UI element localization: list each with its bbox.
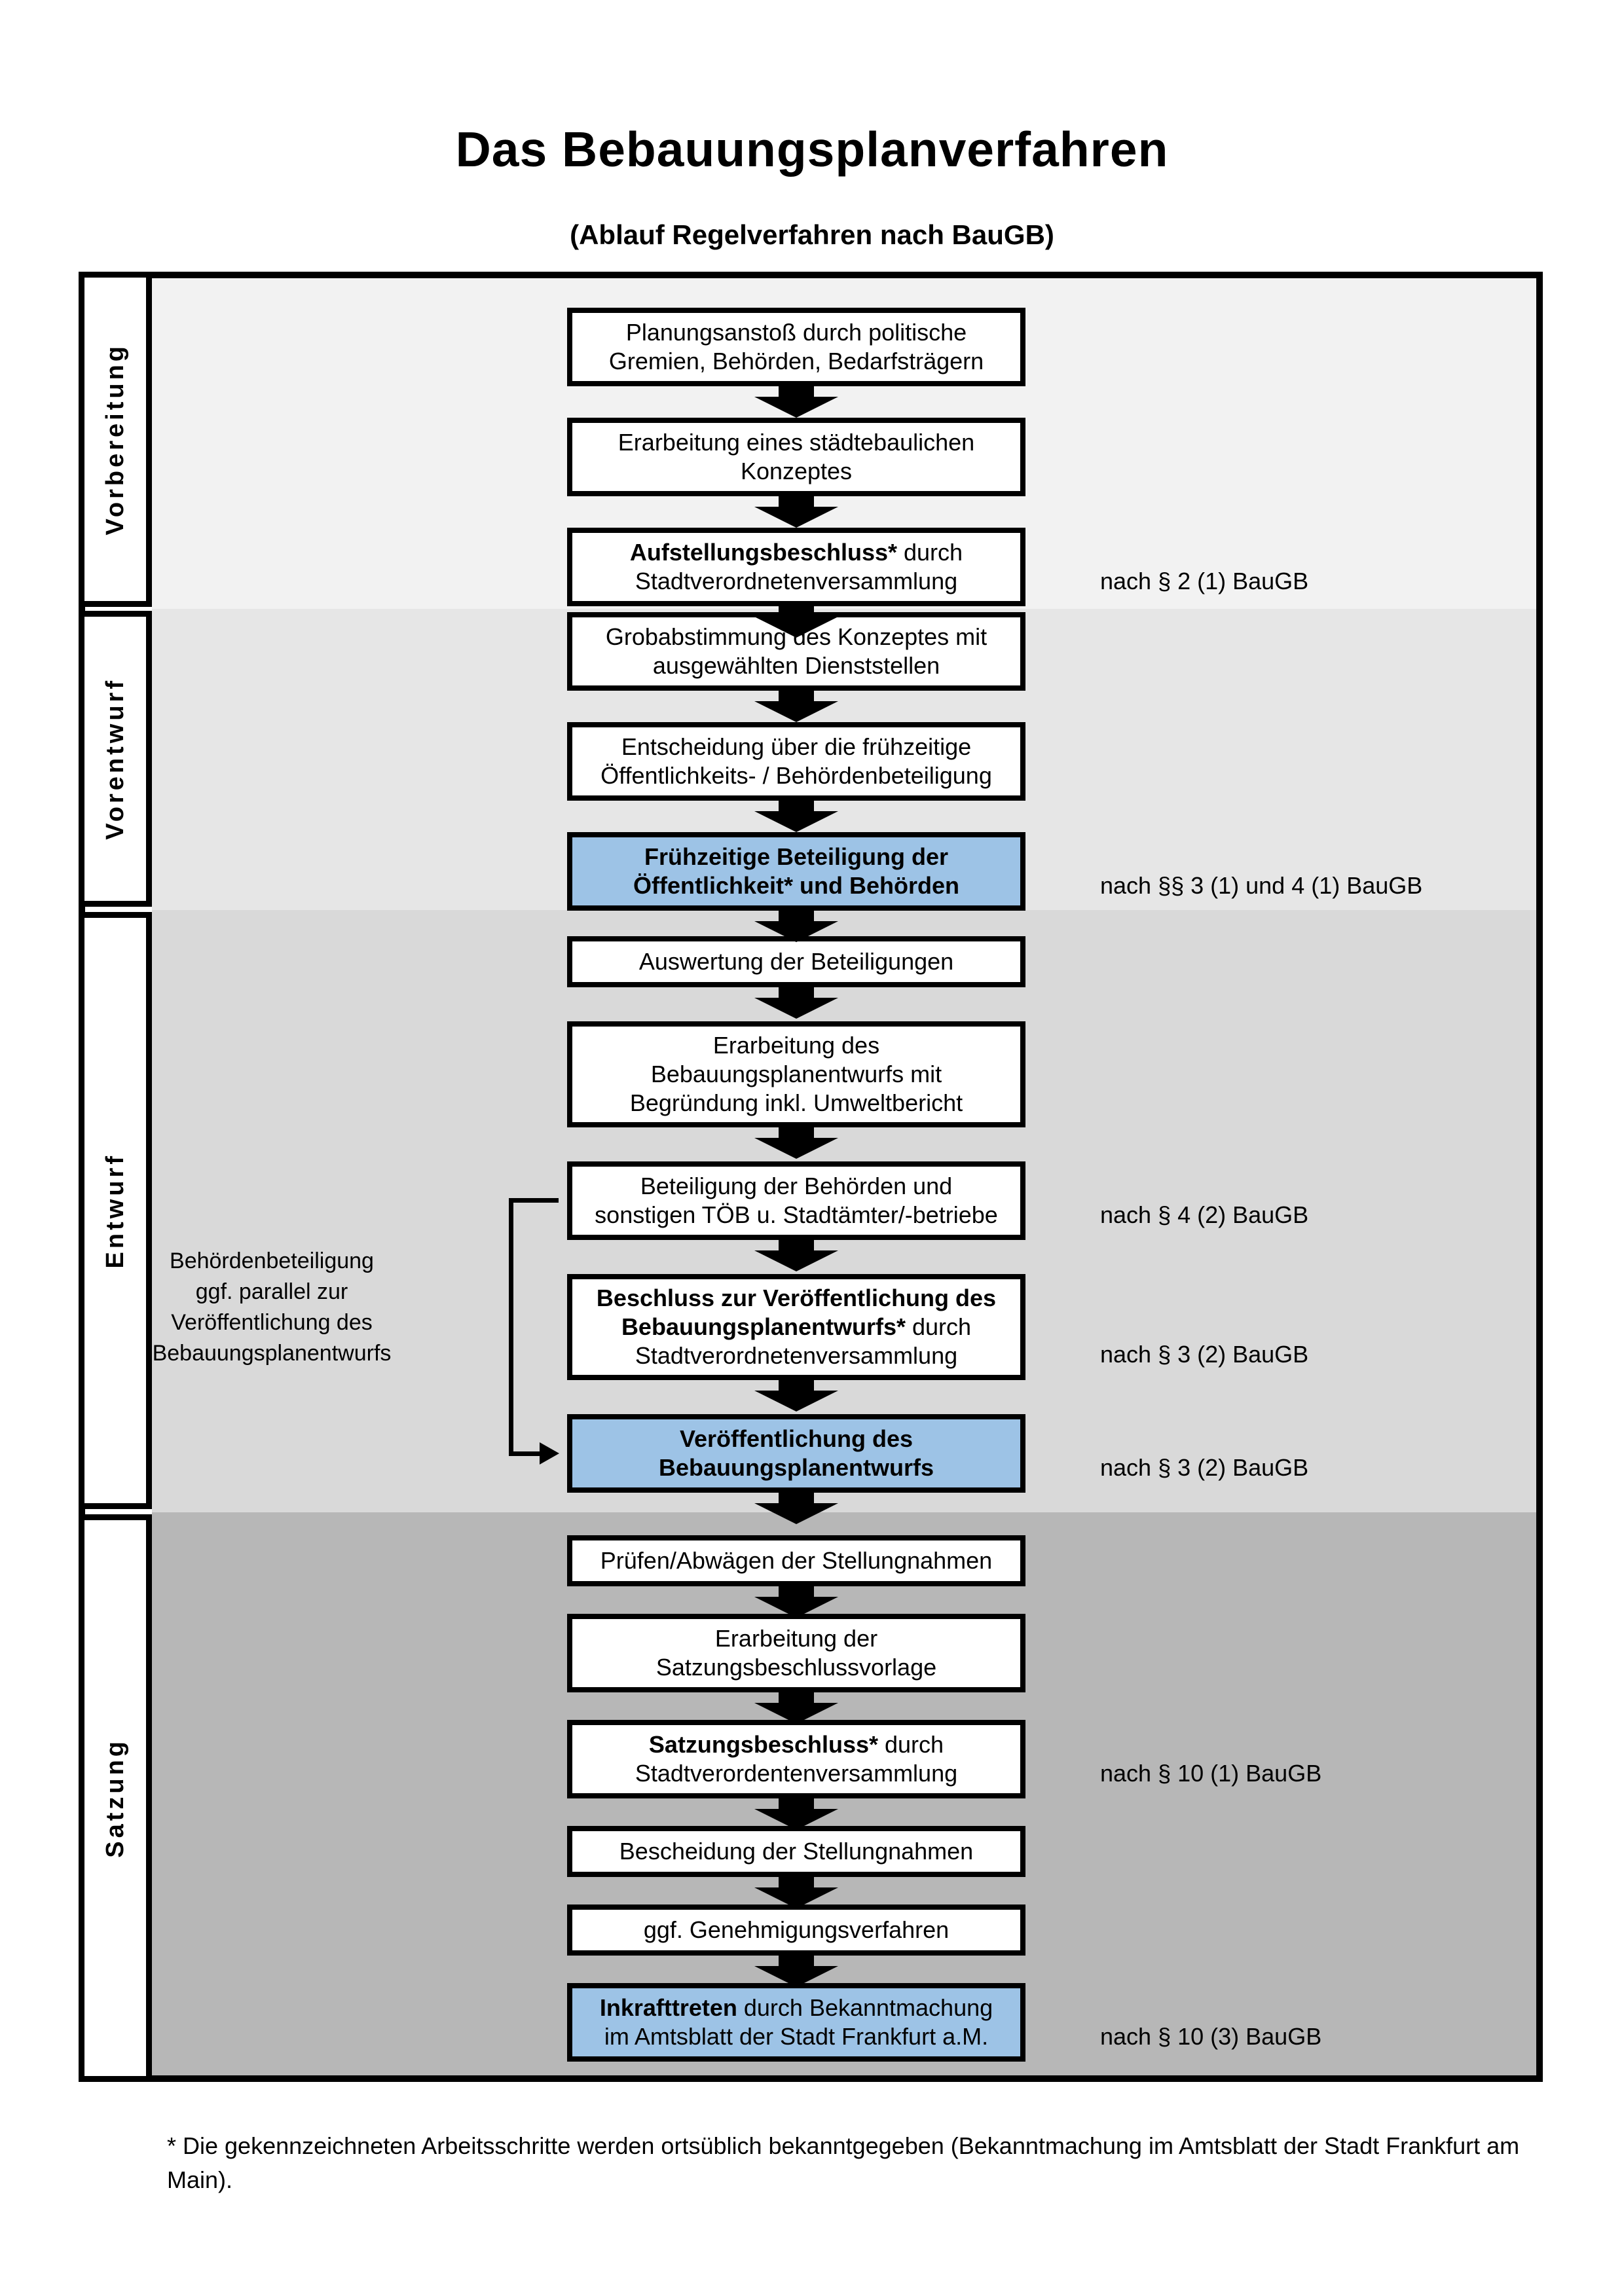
flow-step-11-highlighted: Veröffentlichung des Bebauungsplanentwur…	[567, 1414, 1025, 1493]
arrow-down-icon	[754, 1586, 838, 1618]
side-note-behoerdenbeteiligung: Behördenbeteiligung ggf. parallel zur Ve…	[152, 1248, 392, 1366]
arrow-down-icon	[754, 1240, 838, 1271]
flow-step-12: Prüfen/Abwägen der Stellungnahmen	[567, 1535, 1025, 1586]
arrow-down-icon	[754, 386, 838, 418]
flow-step-13: Erarbeitung der Satzungsbeschlussvorlage	[567, 1614, 1025, 1692]
phase-label-text: Satzung	[101, 1738, 129, 1858]
flow-step-5: Entscheidung über die frühzeitige Öffent…	[567, 722, 1025, 801]
bracket-line-bottom	[509, 1451, 542, 1456]
legal-ref-fruehzeitige-beteiligung: nach §§ 3 (1) und 4 (1) BauGB	[1100, 872, 1423, 899]
arrow-down-icon	[754, 1877, 838, 1908]
flow-step-2: Erarbeitung eines städtebaulichen Konzep…	[567, 418, 1025, 496]
arrow-down-icon	[754, 1956, 838, 1987]
legal-ref-veroeffentlichung: nach § 3 (2) BauGB	[1100, 1454, 1309, 1481]
flow-step-3: Aufstellungsbeschluss* durch Stadtverord…	[567, 528, 1025, 606]
arrow-down-icon	[754, 1127, 838, 1159]
arrow-down-icon	[754, 606, 838, 638]
phase-label-vorentwurf: Vorentwurf	[79, 611, 152, 907]
flow-step-14: Satzungsbeschluss* durch Stadtverordente…	[567, 1720, 1025, 1798]
flow-step-15: Bescheidung der Stellungnahmen	[567, 1826, 1025, 1877]
flow-step-8: Erarbeitung des Bebauungsplanentwurfs mi…	[567, 1021, 1025, 1127]
flow-step-10: Beschluss zur Veröffentlichung des Bebau…	[567, 1274, 1025, 1380]
page-title: Das Bebauungsplanverfahren	[455, 122, 1169, 177]
arrow-down-icon	[754, 987, 838, 1019]
arrow-down-icon	[754, 1798, 838, 1830]
phase-label-entwurf: Entwurf	[79, 912, 152, 1509]
arrow-down-icon	[754, 496, 838, 528]
bracket-line-vertical	[509, 1198, 513, 1456]
arrow-down-icon	[754, 1692, 838, 1724]
phase-label-text: Vorentwurf	[101, 678, 129, 840]
arrow-down-icon	[754, 1493, 838, 1524]
flow-step-6-highlighted: Frühzeitige Beteiligung der Öffentlichke…	[567, 832, 1025, 911]
flow-step-9: Beteiligung der Behörden und sonstigen T…	[567, 1161, 1025, 1240]
phase-label-text: Vorbereitung	[101, 343, 129, 536]
arrow-right-icon	[540, 1442, 559, 1465]
footnote: * Die gekennzeichneten Arbeitsschritte w…	[167, 2132, 1520, 2193]
flow-step-7: Auswertung der Beteiligungen	[567, 936, 1025, 987]
bracket-line-top	[509, 1198, 559, 1203]
phase-label-vorbereitung: Vorbereitung	[79, 272, 152, 607]
legal-ref-behoerdenbeteiligung: nach § 4 (2) BauGB	[1100, 1201, 1309, 1228]
arrow-down-icon	[754, 1380, 838, 1412]
arrow-down-icon	[754, 801, 838, 832]
phase-label-satzung: Satzung	[79, 1514, 152, 2082]
flow-step-16: ggf. Genehmigungsverfahren	[567, 1904, 1025, 1956]
arrow-down-icon	[754, 691, 838, 722]
legal-ref-beschluss-veroeffentlichung: nach § 3 (2) BauGB	[1100, 1341, 1309, 1368]
legal-ref-aufstellungsbeschluss: nach § 2 (1) BauGB	[1100, 568, 1309, 594]
flow-step-1: Planungsanstoß durch politische Gremien,…	[567, 308, 1025, 386]
legal-ref-inkrafttreten: nach § 10 (3) BauGB	[1100, 2023, 1322, 2050]
flow-step-17-highlighted: Inkrafttreten durch Bekanntmachung im Am…	[567, 1983, 1025, 2062]
page-subtitle: (Ablauf Regelverfahren nach BauGB)	[570, 219, 1054, 250]
arrow-down-icon	[754, 911, 838, 942]
legal-ref-satzungsbeschluss: nach § 10 (1) BauGB	[1100, 1760, 1322, 1787]
